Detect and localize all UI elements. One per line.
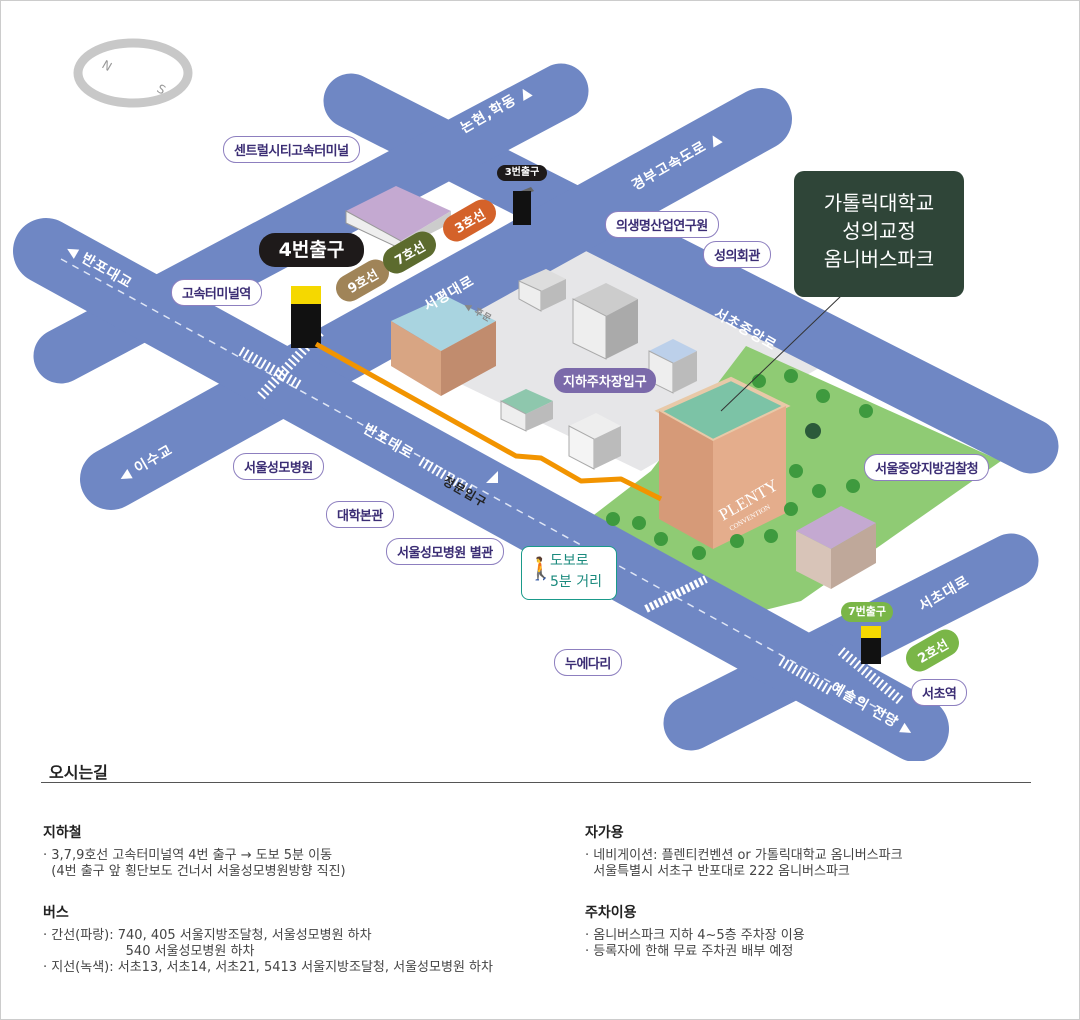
parking-line: · 옴니버스파크 지하 4~5층 주차장 이용 — [585, 928, 805, 943]
trees — [606, 369, 873, 560]
pedestrian-icon: 🚶 — [527, 557, 555, 582]
divider — [41, 782, 1031, 783]
directions-title: 오시는길 — [49, 763, 108, 782]
bus-section: 버스 · 간선(파랑): 740, 405 서울지방조달청, 서울성모병원 하차… — [43, 905, 493, 976]
subway-heading: 지하철 — [43, 825, 82, 841]
car-line: · 네비게이션: 플렌티컨벤션 or 가톨릭대학교 옴니버스파크 — [585, 848, 903, 863]
destination-line: 가톨릭대학교 — [823, 191, 935, 215]
label-main-hall[interactable]: 대학본관 — [326, 501, 394, 528]
label-biomedical[interactable]: 의생명산업연구원 — [605, 211, 719, 238]
buildings — [291, 186, 881, 664]
compass-icon: N S — [73, 38, 193, 108]
bus-line: 540 서울성모병원 하차 — [43, 944, 255, 959]
label-prosecutor-office[interactable]: 서울중앙지방검찰청 — [864, 454, 990, 481]
label-seongui-hall[interactable]: 성의회관 — [703, 241, 771, 268]
car-line: 서울특별시 서초구 반포대로 222 옴니버스파크 — [585, 864, 850, 879]
destination-box: 가톨릭대학교 성의교정 옴니버스파크 — [794, 171, 964, 297]
parking-line: · 등록자에 한해 무료 주차권 배부 예정 — [585, 944, 794, 959]
walking-time-box: 🚶 도보로 5분 거리 — [521, 546, 617, 600]
label-st-mary-annex[interactable]: 서울성모병원 별관 — [386, 538, 504, 565]
subway-line: · 3,7,9호선 고속터미널역 4번 출구 → 도보 5분 이동 — [43, 848, 333, 863]
park-area — [586, 346, 1001, 621]
bus-line: · 간선(파랑): 740, 405 서울지방조달청, 서울성모병원 하차 — [43, 928, 372, 943]
parking-heading: 주차이용 — [585, 905, 637, 921]
bus-heading: 버스 — [43, 905, 69, 921]
label-central-city[interactable]: 센트럴시티고속터미널 — [223, 136, 360, 163]
svg-text:N: N — [100, 57, 115, 74]
walking-route — [314, 341, 663, 502]
car-heading: 자가용 — [585, 825, 624, 841]
exit-4-badge: 4번출구 — [259, 233, 364, 267]
crosswalks — [238, 327, 905, 705]
label-nuedari[interactable]: 누에다리 — [554, 649, 622, 676]
destination-line: 옴니버스파크 — [823, 247, 935, 271]
campus-map: N S PLENTY CONVENTION — [13, 38, 1059, 761]
exit-3-badge: 3번출구 — [497, 165, 547, 181]
destination-line: 성의교정 — [842, 219, 916, 243]
label-seocho-station[interactable]: 서초역 — [911, 679, 968, 706]
walk-line1: 도보로 — [550, 553, 589, 569]
label-parking-entrance[interactable]: 지하주차장입구 — [554, 368, 656, 393]
bus-line: · 지선(녹색): 서초13, 서초14, 서초21, 5413 서울지방조달청… — [43, 960, 493, 975]
car-section: 자가용 · 네비게이션: 플렌티컨벤션 or 가톨릭대학교 옴니버스파크 서울특… — [585, 825, 903, 880]
subway-line: (4번 출구 앞 횡단보도 건너서 서울성모병원방향 직진) — [43, 864, 346, 879]
exit-7-badge: 7번출구 — [841, 602, 893, 622]
label-st-mary-hospital[interactable]: 서울성모병원 — [233, 453, 324, 480]
parking-section: 주차이용 · 옴니버스파크 지하 4~5층 주차장 이용 · 등록자에 한해 무… — [585, 905, 805, 960]
walk-line2: 5분 거리 — [550, 574, 602, 590]
nuedari-bridge — [644, 575, 708, 613]
subway-section: 지하철 · 3,7,9호선 고속터미널역 4번 출구 → 도보 5분 이동 (4… — [43, 825, 346, 880]
label-express-station[interactable]: 고속터미널역 — [171, 279, 262, 306]
